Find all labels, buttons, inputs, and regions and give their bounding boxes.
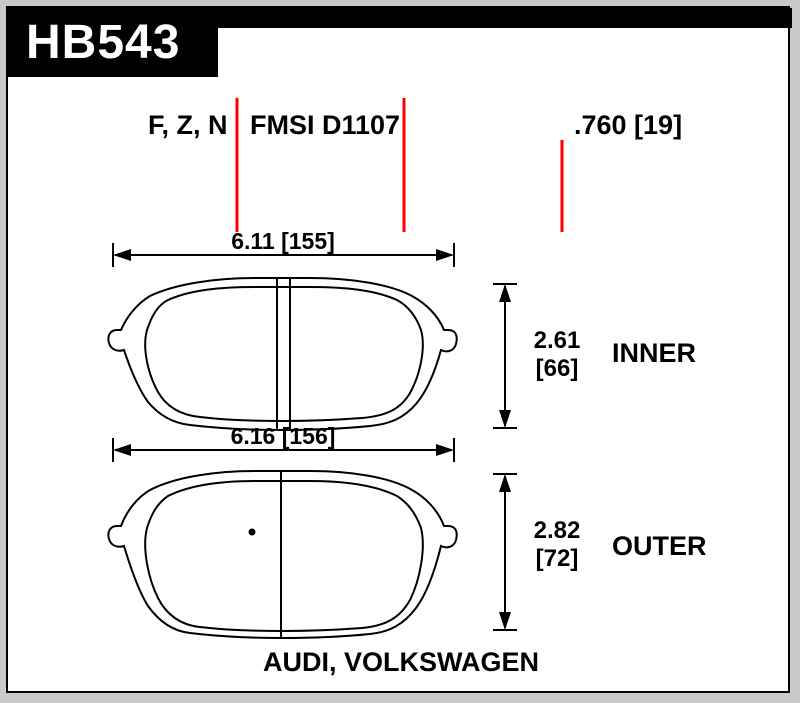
outer-height-inches: 2.82 bbox=[533, 517, 581, 544]
callout-lines bbox=[235, 98, 564, 232]
part-number: HB543 bbox=[26, 16, 181, 69]
outer-pad-outline bbox=[107, 470, 458, 640]
outer-pad-height-arrow bbox=[493, 473, 517, 631]
inner-pad-width-arrow bbox=[112, 243, 455, 267]
inner-pad-outline bbox=[107, 277, 458, 432]
outer-pad-width-arrow bbox=[112, 438, 455, 462]
inner-height-inches: 2.61 bbox=[533, 327, 581, 354]
outer-label: OUTER bbox=[612, 531, 707, 561]
page-border bbox=[6, 6, 790, 693]
inner-width-dimension: 6.11 [155] bbox=[231, 228, 335, 254]
inner-label: INNER bbox=[612, 338, 697, 368]
outer-pad-dot bbox=[248, 528, 256, 536]
part-number-box: HB543 bbox=[8, 8, 218, 77]
inner-pad-height-arrow bbox=[493, 283, 517, 429]
thickness-label: .760 [19] bbox=[574, 110, 683, 140]
outer-height-mm: [72] bbox=[535, 545, 579, 572]
inner-height-mm: [66] bbox=[535, 355, 579, 382]
fmsi-label: FMSI D1107 bbox=[250, 110, 401, 140]
vehicle-application: AUDI, VOLKSWAGEN bbox=[262, 647, 539, 677]
outer-width-dimension: 6.16 [156] bbox=[230, 423, 336, 449]
compounds-label: F, Z, N bbox=[148, 110, 228, 140]
